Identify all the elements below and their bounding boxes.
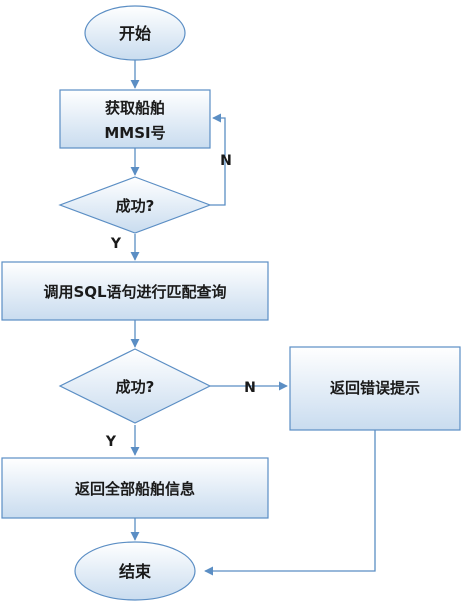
sql-query-process (1, 261, 269, 321)
end-terminal (74, 541, 196, 601)
decision-2-diamond (58, 348, 212, 424)
return-all-label: 返回全部船舶信息 (75, 480, 195, 498)
sql-query-label: 调用SQL语句进行匹配查询 (43, 283, 226, 301)
decision-2-yes-label: Y (105, 434, 117, 450)
edge-error-to-end (204, 430, 376, 576)
get-mmsi-label-line2: MMSI号 (104, 124, 165, 142)
decision-2-no-label: N (244, 380, 256, 396)
return-error-label: 返回错误提示 (330, 379, 420, 397)
return-all-process (1, 457, 269, 519)
start-terminal (84, 5, 186, 61)
decision-2-label: 成功? (116, 378, 155, 396)
decision-1-no-label: N (220, 153, 232, 169)
decision-1-label: 成功? (116, 197, 155, 215)
get-mmsi-process (59, 89, 211, 149)
decision-1-diamond (58, 176, 212, 234)
return-error-process (289, 346, 461, 431)
edge-decision-1-no-loop (210, 113, 226, 206)
get-mmsi-label-line1: 获取船舶 (105, 99, 165, 117)
start-label: 开始 (119, 24, 151, 43)
decision-1-yes-label: Y (110, 236, 122, 252)
end-label: 结束 (118, 562, 152, 581)
